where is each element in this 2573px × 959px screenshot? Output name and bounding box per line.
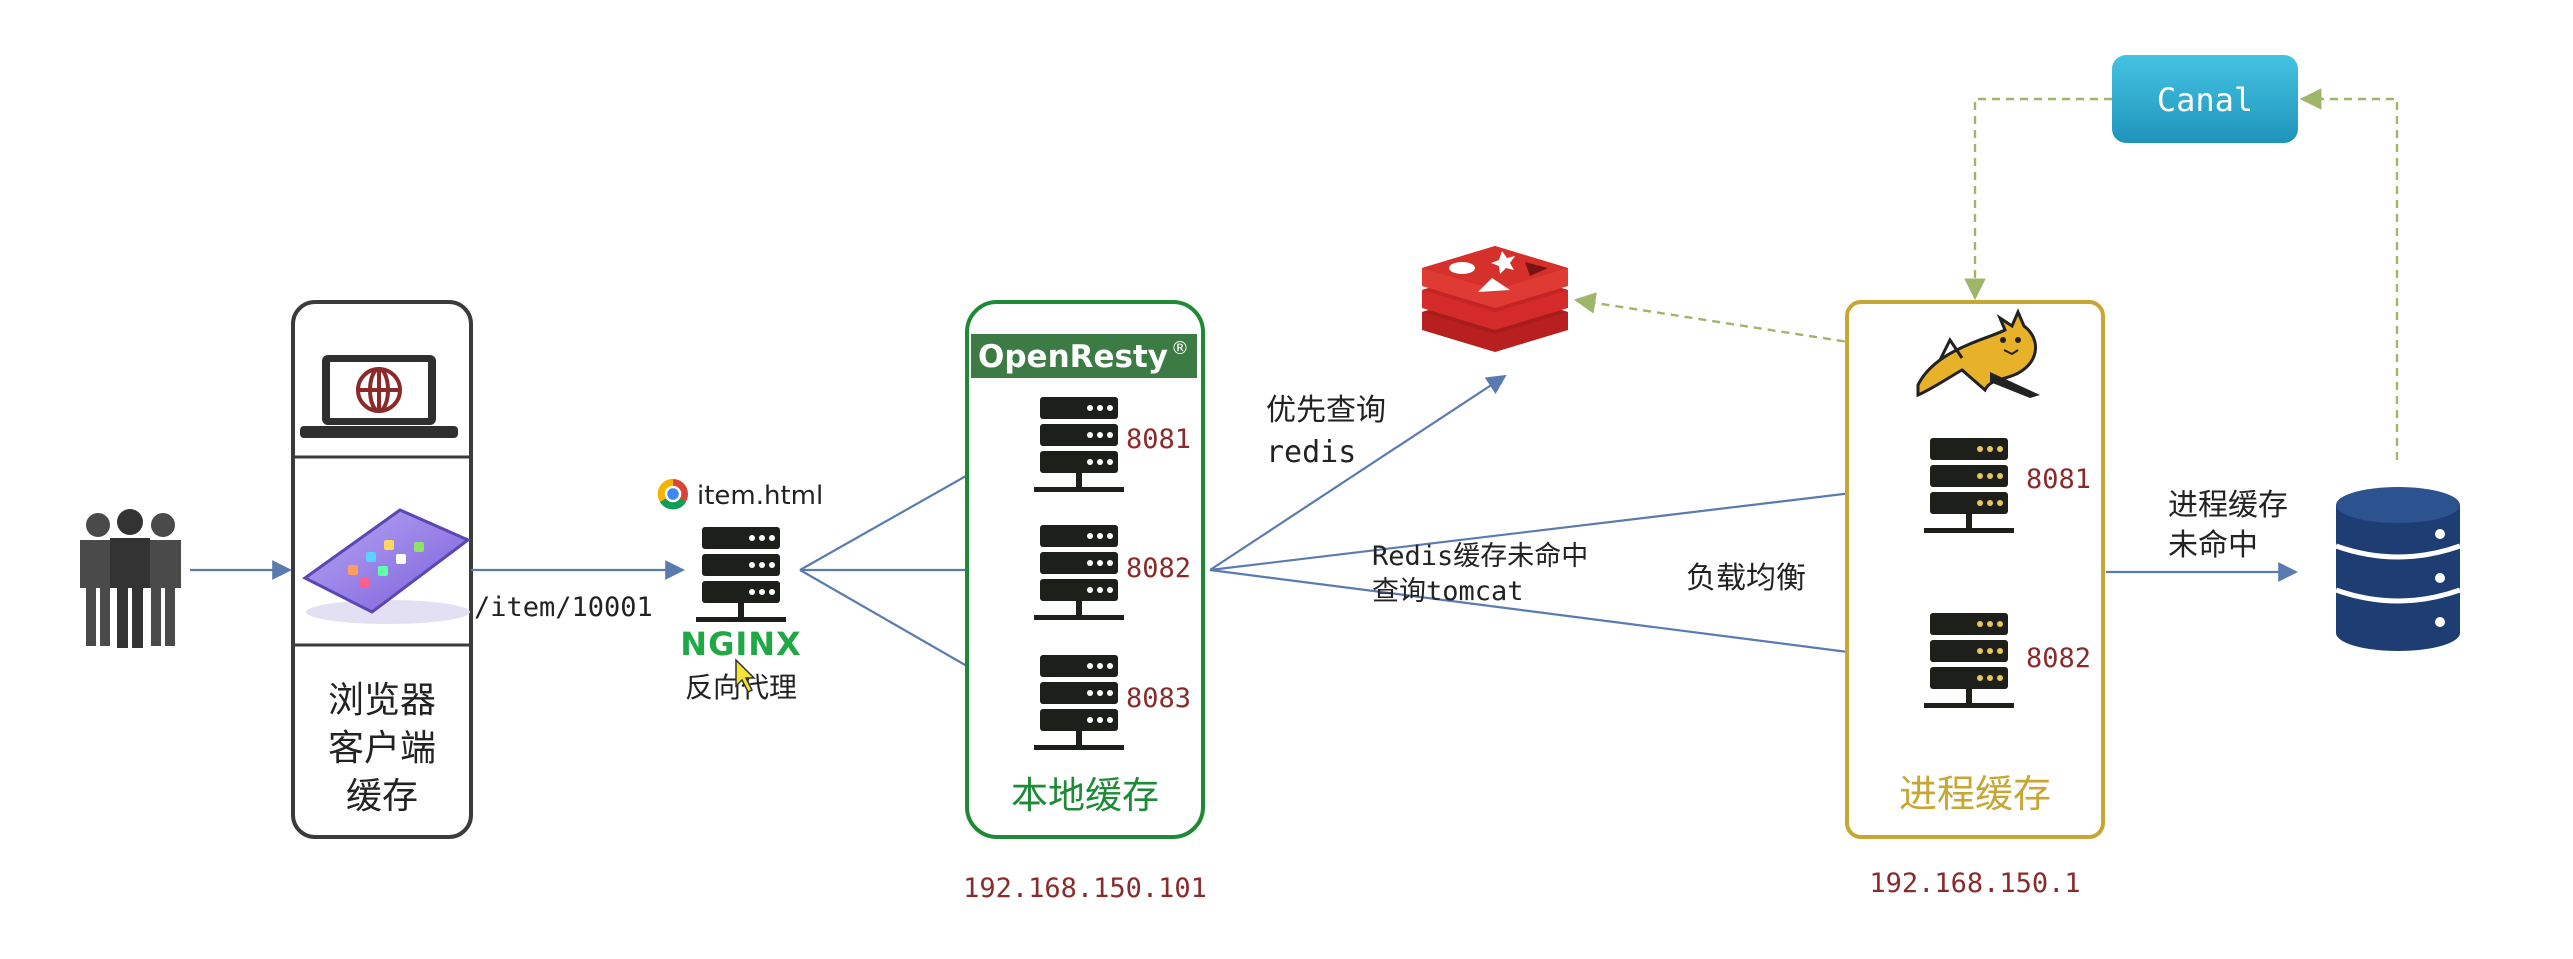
canal-label: Canal <box>2157 81 2253 119</box>
openresty-banner <box>971 334 1197 378</box>
globe-icon <box>356 367 402 413</box>
openresty-caption: 本地缓存 <box>1011 774 1159 817</box>
dashed-arrow-tomcat-to-redis <box>1573 292 1901 352</box>
tomcat-box <box>1845 300 2105 839</box>
redis-query-line-2: redis <box>1266 435 1356 470</box>
registered-mark: ® <box>1171 338 1189 359</box>
redis-query-line-1: 优先查询 <box>1266 393 1386 428</box>
dashed-arrow-db-to-canal <box>2299 88 2399 460</box>
page-filename: item.html <box>697 481 823 511</box>
arrow-openresty-to-redis <box>1209 374 1507 571</box>
request-path: /item/10001 <box>474 592 653 623</box>
tomcat-port-8081: 8081 <box>2026 464 2091 495</box>
database-icon <box>2335 487 2461 651</box>
cursor-icon <box>735 658 756 694</box>
redis-miss-line-2: 查询tomcat <box>1372 576 1524 607</box>
canal-box <box>2112 55 2298 143</box>
process-miss-line-2: 未命中 <box>2168 528 2258 563</box>
openresty-port-8081: 8081 <box>1126 424 1191 455</box>
nginx-server-icon <box>696 527 786 622</box>
openresty-brand: OpenResty <box>978 339 1168 375</box>
dashed-arrow-canal-to-tomcat <box>1964 97 2112 301</box>
openresty-ip: 192.168.150.101 <box>963 873 1207 904</box>
tomcat-ip: 192.168.150.1 <box>1869 868 2080 899</box>
openresty-port-8082: 8082 <box>1126 553 1191 584</box>
load-balance-label: 负载均衡 <box>1686 561 1806 596</box>
client-label-line-1: 浏览器 <box>328 680 436 721</box>
arrow-openresty-to-tomcat-8081 <box>1209 478 1912 572</box>
chrome-icon <box>657 478 688 510</box>
tomcat-port-8082: 8082 <box>2026 643 2091 674</box>
tomcat-icon <box>1916 308 2040 398</box>
smartphone-icon <box>302 508 471 624</box>
redis-miss-line-1: Redis缓存未命中 <box>1372 541 1588 572</box>
client-label-line-2: 客户端 <box>328 728 436 769</box>
users-icon <box>80 509 181 648</box>
arrow-openresty-to-tomcat-8082 <box>1209 568 1912 668</box>
nginx-logo: NGINX <box>680 625 801 663</box>
client-label-line-3: 缓存 <box>346 776 418 817</box>
process-miss-line-1: 进程缓存 <box>2168 488 2288 523</box>
redis-icon <box>1422 246 1568 352</box>
tomcat-caption: 进程缓存 <box>1899 772 2051 816</box>
openresty-port-8083: 8083 <box>1126 683 1191 714</box>
